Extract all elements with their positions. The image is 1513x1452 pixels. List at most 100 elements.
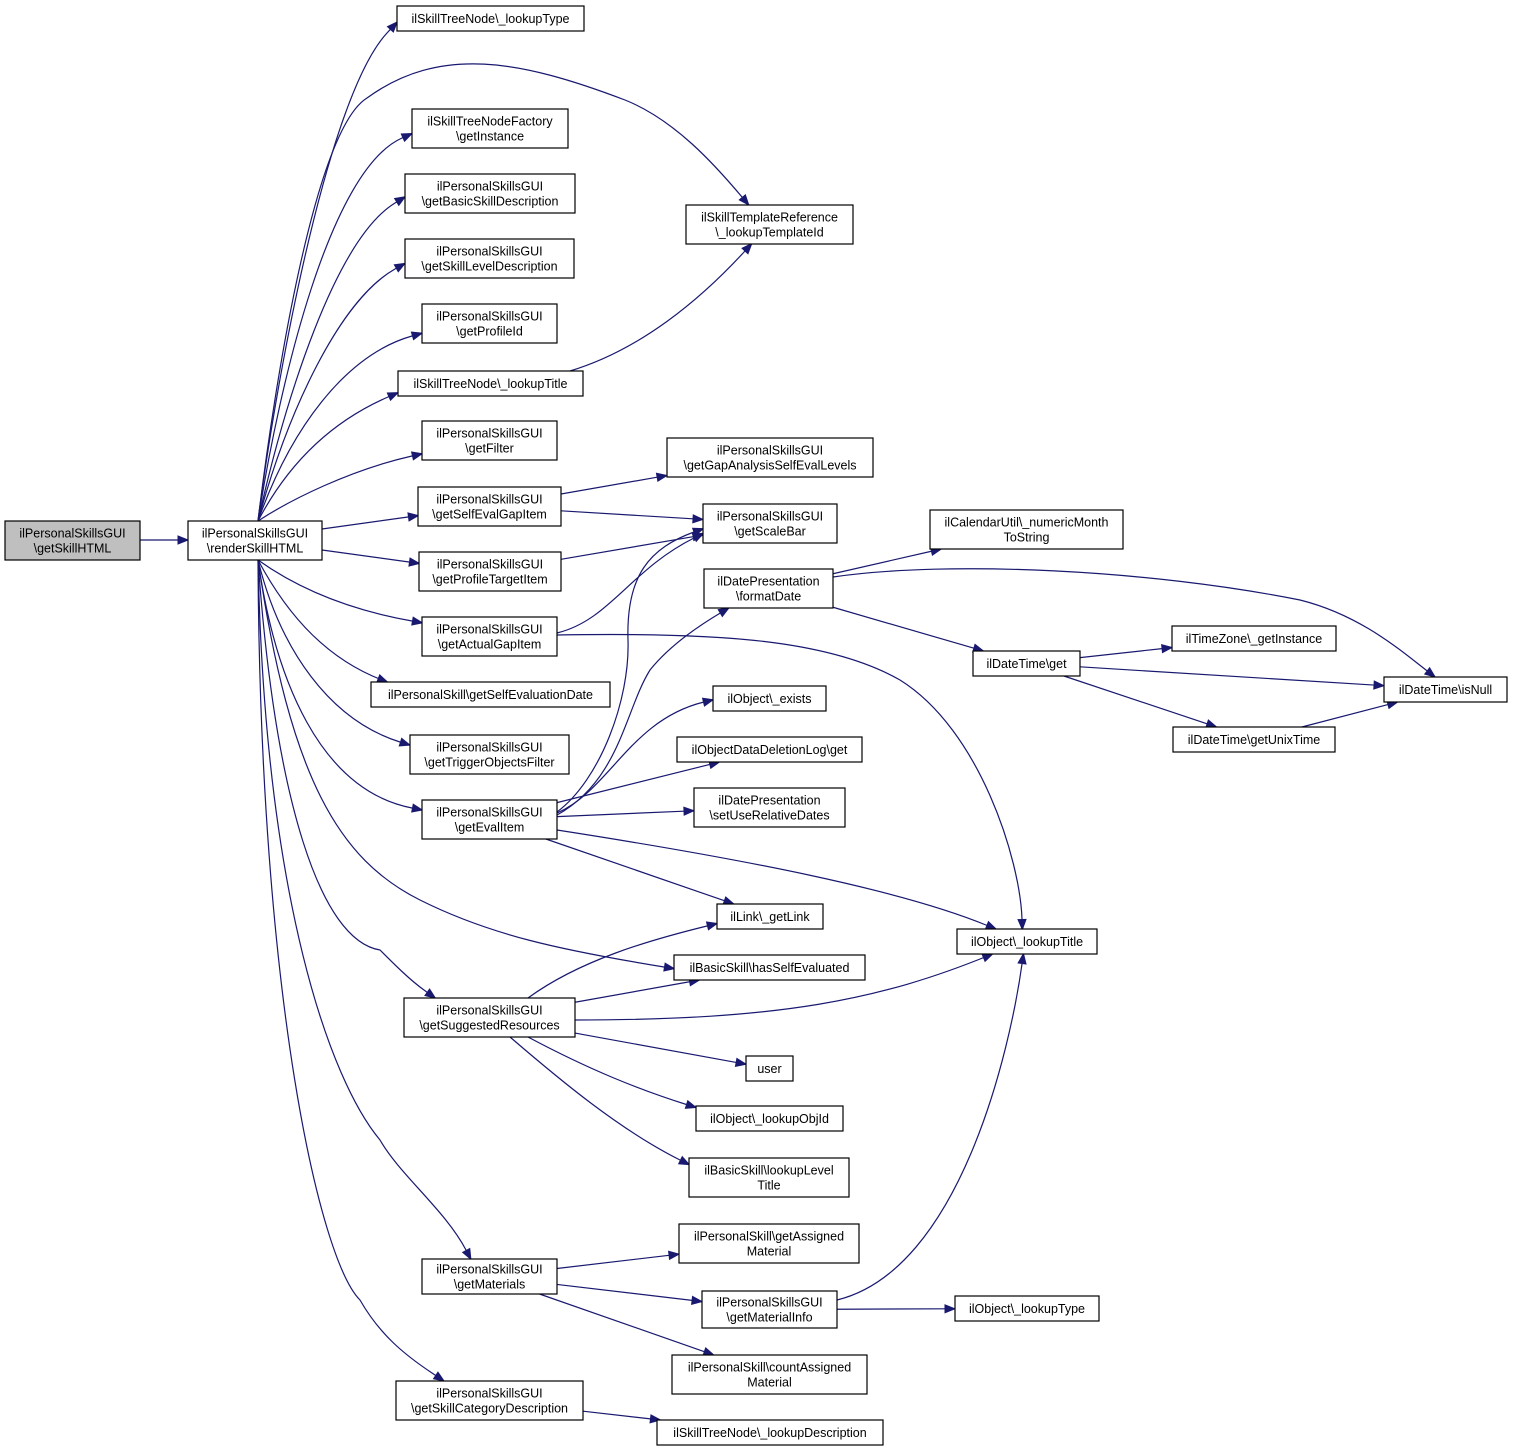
node-matInfo[interactable]: ilPersonalSkillsGUI\getMaterialInfo <box>701 1290 838 1329</box>
node-box <box>421 1258 558 1295</box>
edge-line <box>1301 703 1389 728</box>
node-gapLevels[interactable]: ilPersonalSkillsGUI\getGapAnalysisSelfEv… <box>666 437 874 478</box>
edge-render-to-suggested <box>257 559 437 999</box>
node-label: \getProfileId <box>456 325 523 339</box>
arrow-head-icon <box>722 896 736 906</box>
node-label: ilPersonalSkillsGUI <box>717 510 823 524</box>
node-profileId[interactable]: ilPersonalSkillsGUI\getProfileId <box>421 303 558 344</box>
node-catDesc[interactable]: ilPersonalSkillsGUI\getSkillCategoryDesc… <box>395 1380 584 1421</box>
node-box <box>411 108 569 149</box>
node-label: ilDatePresentation <box>718 794 820 808</box>
node-profTarget[interactable]: ilPersonalSkillsGUI\getProfileTargetItem <box>418 551 562 592</box>
node-lookupObjId[interactable]: ilObject\_lookupObjId <box>695 1105 844 1132</box>
node-levelDesc[interactable]: ilPersonalSkillsGUI\getSkillLevelDescrip… <box>404 238 575 279</box>
edge-line <box>560 536 694 560</box>
edge-render-to-evalItem <box>257 559 424 813</box>
node-actualGap[interactable]: ilPersonalSkillsGUI\getActualGapItem <box>421 616 558 657</box>
edge-render-to-factory <box>257 132 414 522</box>
node-objType[interactable]: ilObject\_lookupType <box>954 1295 1100 1322</box>
node-exists[interactable]: ilObject\_exists <box>712 685 827 712</box>
node-isNull[interactable]: ilDateTime\isNull <box>1383 676 1508 703</box>
node-label: \getInstance <box>456 130 524 144</box>
node-relDates[interactable]: ilDatePresentation\setUseRelativeDates <box>693 787 846 828</box>
node-deletionLog[interactable]: ilObjectDataDeletionLog\get <box>676 736 863 763</box>
node-selfGap[interactable]: ilPersonalSkillsGUI\getSelfEvalGapItem <box>417 486 562 527</box>
edge-selfGap-to-gapLevels <box>560 472 669 495</box>
node-label: \getSkillCategoryDescription <box>411 1402 568 1416</box>
node-evalItem[interactable]: ilPersonalSkillsGUI\getEvalItem <box>421 799 558 840</box>
node-label: \getSelfEvalGapItem <box>432 508 547 522</box>
edge-render-to-catDesc <box>257 559 446 1382</box>
node-basicDesc[interactable]: ilPersonalSkillsGUI\getBasicSkillDescrip… <box>404 173 576 214</box>
node-unixTime[interactable]: ilDateTime\getUnixTime <box>1172 726 1336 753</box>
node-label: ilObject\_lookupType <box>969 1302 1085 1316</box>
edge-actualGap-to-scaleBar <box>556 532 705 634</box>
node-label: ilPersonalSkillsGUI <box>19 527 125 541</box>
node-user[interactable]: user <box>745 1055 794 1082</box>
node-box <box>954 1295 1100 1322</box>
node-box <box>685 204 854 245</box>
node-label: ilSkillTreeNodeFactory <box>427 115 553 129</box>
edge-line <box>509 1036 681 1161</box>
node-selfEvalDate[interactable]: ilPersonalSkill\getSelfEvaluationDate <box>370 681 611 708</box>
node-suggested[interactable]: ilPersonalSkillsGUI\getSuggestedResource… <box>403 997 576 1038</box>
edge-line <box>836 963 1023 1301</box>
node-formatDate[interactable]: ilDatePresentation\formatDate <box>703 568 834 609</box>
arrow-head-icon <box>1017 918 1027 931</box>
node-lookupTitle1[interactable]: ilSkillTreeNode\_lookupTitle <box>397 370 584 397</box>
node-getLink[interactable]: ilLink\_getLink <box>716 903 824 930</box>
edge-line <box>257 559 467 1251</box>
node-objTitle[interactable]: ilObject\_lookupTitle <box>956 928 1098 955</box>
node-materials[interactable]: ilPersonalSkillsGUI\getMaterials <box>421 1258 558 1295</box>
node-box <box>703 568 834 609</box>
node-render[interactable]: ilPersonalSkillsGUI\renderSkillHTML <box>187 520 323 561</box>
node-label: ilSkillTreeNode\_lookupTitle <box>413 377 567 391</box>
edge-line <box>1063 675 1208 725</box>
arrow-head-icon <box>677 1155 691 1166</box>
node-box <box>409 734 570 775</box>
node-root[interactable]: ilPersonalSkillsGUI\getSkillHTML <box>4 520 141 561</box>
edge-line <box>527 1036 689 1106</box>
edge-line <box>257 137 404 522</box>
edge-evalItem-to-relDates <box>556 806 696 818</box>
edge-formatDate-to-dtGet <box>832 606 985 653</box>
node-scaleBar[interactable]: ilPersonalSkillsGUI\getScaleBar <box>702 503 838 544</box>
arrow-head-icon <box>691 1295 704 1306</box>
node-templRef[interactable]: ilSkillTemplateReference\_lookupTemplate… <box>685 204 854 245</box>
node-filter[interactable]: ilPersonalSkillsGUI\getFilter <box>421 420 558 461</box>
arrow-head-icon <box>691 527 705 537</box>
node-dtGet[interactable]: ilDateTime\get <box>972 650 1081 677</box>
node-label: ilPersonalSkillsGUI <box>436 310 542 324</box>
node-box <box>1172 726 1336 753</box>
arrow-head-icon <box>410 451 424 461</box>
node-hasSelf[interactable]: ilBasicSkill\hasSelfEvaluated <box>673 954 866 981</box>
node-label: \getBasicSkillDescription <box>422 195 559 209</box>
node-box <box>418 551 562 592</box>
edge-line <box>257 559 437 1376</box>
node-trigger[interactable]: ilPersonalSkillsGUI\getTriggerObjectsFil… <box>409 734 570 775</box>
edge-line <box>257 559 413 809</box>
node-label: ilLink\_getLink <box>730 910 810 924</box>
node-label: \setUseRelativeDates <box>709 809 829 823</box>
node-box <box>370 681 611 708</box>
edge-line <box>539 1293 705 1353</box>
node-factory[interactable]: ilSkillTreeNodeFactory\getInstance <box>411 108 569 149</box>
edge-layer <box>140 21 1437 1424</box>
edge-materials-to-assigned <box>556 1250 681 1270</box>
node-box <box>421 616 558 657</box>
arrow-head-icon <box>407 512 420 522</box>
node-label: ilPersonalSkillsGUI <box>436 1004 542 1018</box>
node-lookupDesc[interactable]: ilSkillTreeNode\_lookupDescription <box>656 1419 884 1446</box>
edge-evalItem-to-formatDate <box>556 607 731 816</box>
edge-root-to-render <box>140 535 190 545</box>
node-label: user <box>757 1062 781 1076</box>
edge-render-to-selfGap <box>321 512 420 530</box>
edge-line <box>321 549 410 563</box>
node-lookupType1[interactable]: ilSkillTreeNode\_lookupType <box>396 5 585 32</box>
node-tzInst[interactable]: ilTimeZone\_getInstance <box>1171 625 1337 652</box>
node-box <box>702 503 838 544</box>
